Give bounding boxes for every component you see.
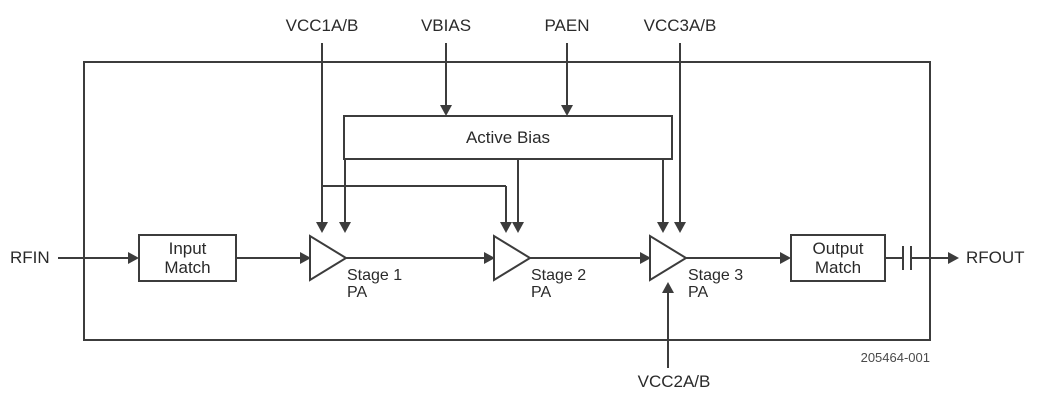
pin-label-vcc1ab: VCC1A/B [285, 16, 359, 35]
figure-number: 205464-001 [860, 350, 930, 365]
stage-1-sub: PA [347, 284, 368, 301]
bias-arrowhead-stage1 [339, 222, 351, 233]
stage-3-amp-symbol [649, 234, 688, 282]
bias-arrowhead-stage2 [512, 222, 524, 233]
rfin-label: RFIN [10, 248, 50, 267]
pin-label-vcc2ab: VCC2A/B [637, 372, 711, 391]
vcc3ab-arrowhead [674, 222, 686, 233]
pin-label-vbias: VBIAS [420, 16, 472, 35]
output-match-input-arrowhead [780, 252, 791, 264]
input-match-block: Input Match [138, 234, 237, 282]
output-match-block: Output Match [790, 234, 886, 282]
stage-1-amp-symbol [309, 234, 348, 282]
chip-boundary-box [83, 61, 931, 341]
bias-arrowhead-stage3 [657, 222, 669, 233]
stage-1-name: Stage 1 [347, 267, 403, 284]
stage-2-sub: PA [531, 284, 552, 301]
input-match-label-line2: Match [164, 258, 211, 277]
stage-3-name: Stage 3 [688, 267, 744, 284]
pin-label-paen: PAEN [544, 16, 590, 35]
pin-label-vcc3ab: VCC3A/B [643, 16, 717, 35]
paen-arrowhead [561, 105, 573, 116]
output-match-label-line1: Output [812, 239, 864, 258]
rfin-arrowhead [128, 252, 139, 264]
vcc2ab-arrowhead [662, 282, 674, 293]
stage2-input-arrowhead [484, 252, 495, 264]
vbias-arrowhead [440, 105, 452, 116]
stage-2-name: Stage 2 [531, 267, 587, 284]
stage3-input-arrowhead [640, 252, 651, 264]
stage-3-sub: PA [688, 284, 709, 301]
stage-2-amp-symbol [493, 234, 532, 282]
active-bias-label: Active Bias [465, 128, 551, 147]
vcc1ab-arrowhead-stage2 [500, 222, 512, 233]
stage-1-label: Stage 1 PA [347, 267, 402, 301]
active-bias-block: Active Bias [343, 115, 673, 160]
vcc1ab-arrowhead-stage1 [316, 222, 328, 233]
output-match-label-line2: Match [814, 258, 862, 277]
rfout-label: RFOUT [966, 248, 1025, 267]
stage-2-label: Stage 2 PA [531, 267, 586, 301]
stage-3-label: Stage 3 PA [688, 267, 743, 301]
rfout-arrowhead [948, 252, 959, 264]
stage1-input-arrowhead [300, 252, 311, 264]
input-match-label-line1: Input [168, 239, 207, 258]
